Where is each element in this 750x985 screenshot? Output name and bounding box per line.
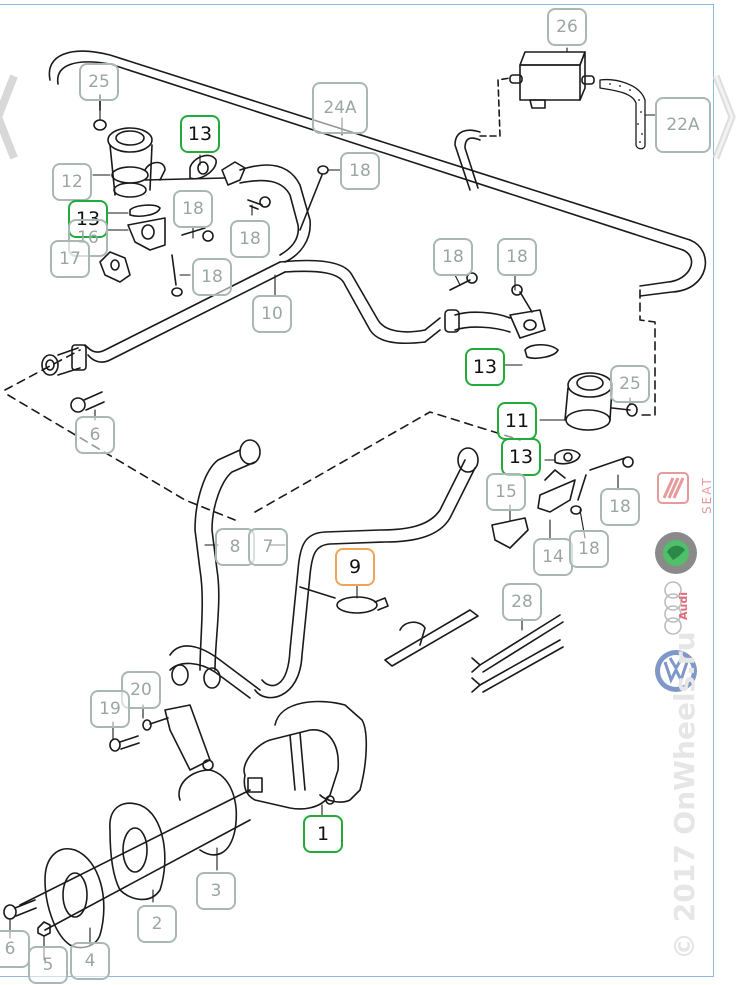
- plate-17: [99, 251, 131, 283]
- svg-text:Audi: Audi: [677, 592, 690, 620]
- callout-18-e[interactable]: 18: [433, 238, 473, 276]
- valve-12: [93, 94, 166, 198]
- callout-4[interactable]: 4: [70, 942, 110, 980]
- callout-24a[interactable]: 24A: [312, 82, 368, 134]
- callout-15[interactable]: 15: [486, 473, 526, 511]
- clamp-9: [299, 586, 389, 614]
- callout-9[interactable]: 9: [335, 548, 375, 586]
- pipe-end-left: [41, 344, 87, 376]
- callout-7[interactable]: 7: [248, 528, 288, 566]
- air-pump-1: [243, 700, 368, 810]
- callout-26[interactable]: 26: [547, 8, 587, 46]
- bolt-6-lower: [3, 899, 37, 920]
- callout-13-right-upper[interactable]: 13: [465, 348, 505, 386]
- dashed-link-right: [639, 289, 656, 416]
- bolt-19-washer-20: [109, 717, 169, 752]
- callout-13-right-lower[interactable]: 13: [501, 438, 541, 476]
- cable-tie: [384, 609, 479, 667]
- hose-to-valve: [454, 77, 511, 191]
- callout-6-upper[interactable]: 6: [75, 416, 115, 454]
- callout-25-right[interactable]: 25: [610, 365, 650, 403]
- assembly-axis: [19, 789, 251, 931]
- gasket-13-lower-right: [554, 448, 581, 465]
- callout-2[interactable]: 2: [137, 905, 177, 943]
- bolts-18-right: [449, 272, 533, 313]
- seat-logo-icon: [657, 472, 689, 504]
- dashed-outline-middle: [4, 349, 521, 521]
- callout-19[interactable]: 19: [90, 690, 130, 728]
- flange-pipe-upper: [144, 161, 311, 263]
- callout-5[interactable]: 5: [28, 946, 68, 984]
- callout-18-g[interactable]: 18: [600, 488, 640, 526]
- audi-logo-icon: Audi: [664, 581, 690, 635]
- callout-25-upper[interactable]: 25: [79, 63, 119, 101]
- rods-28: [471, 614, 564, 693]
- callout-13-top[interactable]: 13: [180, 115, 220, 153]
- callout-17[interactable]: 17: [50, 240, 90, 278]
- seat-wordmark: SEAT: [700, 476, 714, 514]
- callout-1[interactable]: 1: [303, 815, 343, 853]
- callout-12[interactable]: 12: [52, 163, 92, 201]
- callout-18-d[interactable]: 18: [192, 258, 232, 296]
- diagram-frame: [0, 4, 714, 977]
- gasket-13-upper: [189, 154, 217, 180]
- flange-2: [109, 802, 166, 901]
- gasket-13-16: [127, 204, 166, 251]
- chevron-right-icon[interactable]: [710, 72, 740, 162]
- callout-6-lower[interactable]: 6: [0, 930, 30, 968]
- callout-11[interactable]: 11: [497, 402, 537, 440]
- nut-5: [37, 921, 51, 937]
- copyright-watermark: © 2017 OnWheels.ru: [668, 631, 701, 960]
- hose-lower-connection: [169, 645, 261, 699]
- callout-18-a[interactable]: 18: [173, 190, 213, 228]
- callout-18-f[interactable]: 18: [497, 238, 537, 276]
- skoda-logo-icon: [655, 532, 697, 574]
- hose-22a: [599, 78, 646, 150]
- brackets-14-15: [491, 456, 634, 549]
- callout-10[interactable]: 10: [252, 295, 292, 333]
- vw-logo-icon: [655, 650, 697, 692]
- chevron-left-icon[interactable]: [0, 72, 22, 162]
- hose-8: [194, 439, 261, 671]
- bolt-6-upper: [70, 391, 105, 413]
- valve-26: [509, 51, 595, 109]
- valve-11: [509, 309, 638, 431]
- callout-18-b[interactable]: 18: [230, 220, 270, 258]
- hose-7: [254, 447, 479, 699]
- bracket-3: [164, 704, 237, 856]
- callout-18-c[interactable]: 18: [340, 152, 380, 190]
- bolt-18-upper: [247, 165, 329, 231]
- callout-3[interactable]: 3: [196, 872, 236, 910]
- callout-22a[interactable]: 22A: [655, 97, 711, 153]
- flange-4: [44, 848, 105, 949]
- callout-18-h[interactable]: 18: [569, 530, 609, 568]
- callout-14[interactable]: 14: [533, 538, 573, 576]
- callout-28[interactable]: 28: [502, 583, 542, 621]
